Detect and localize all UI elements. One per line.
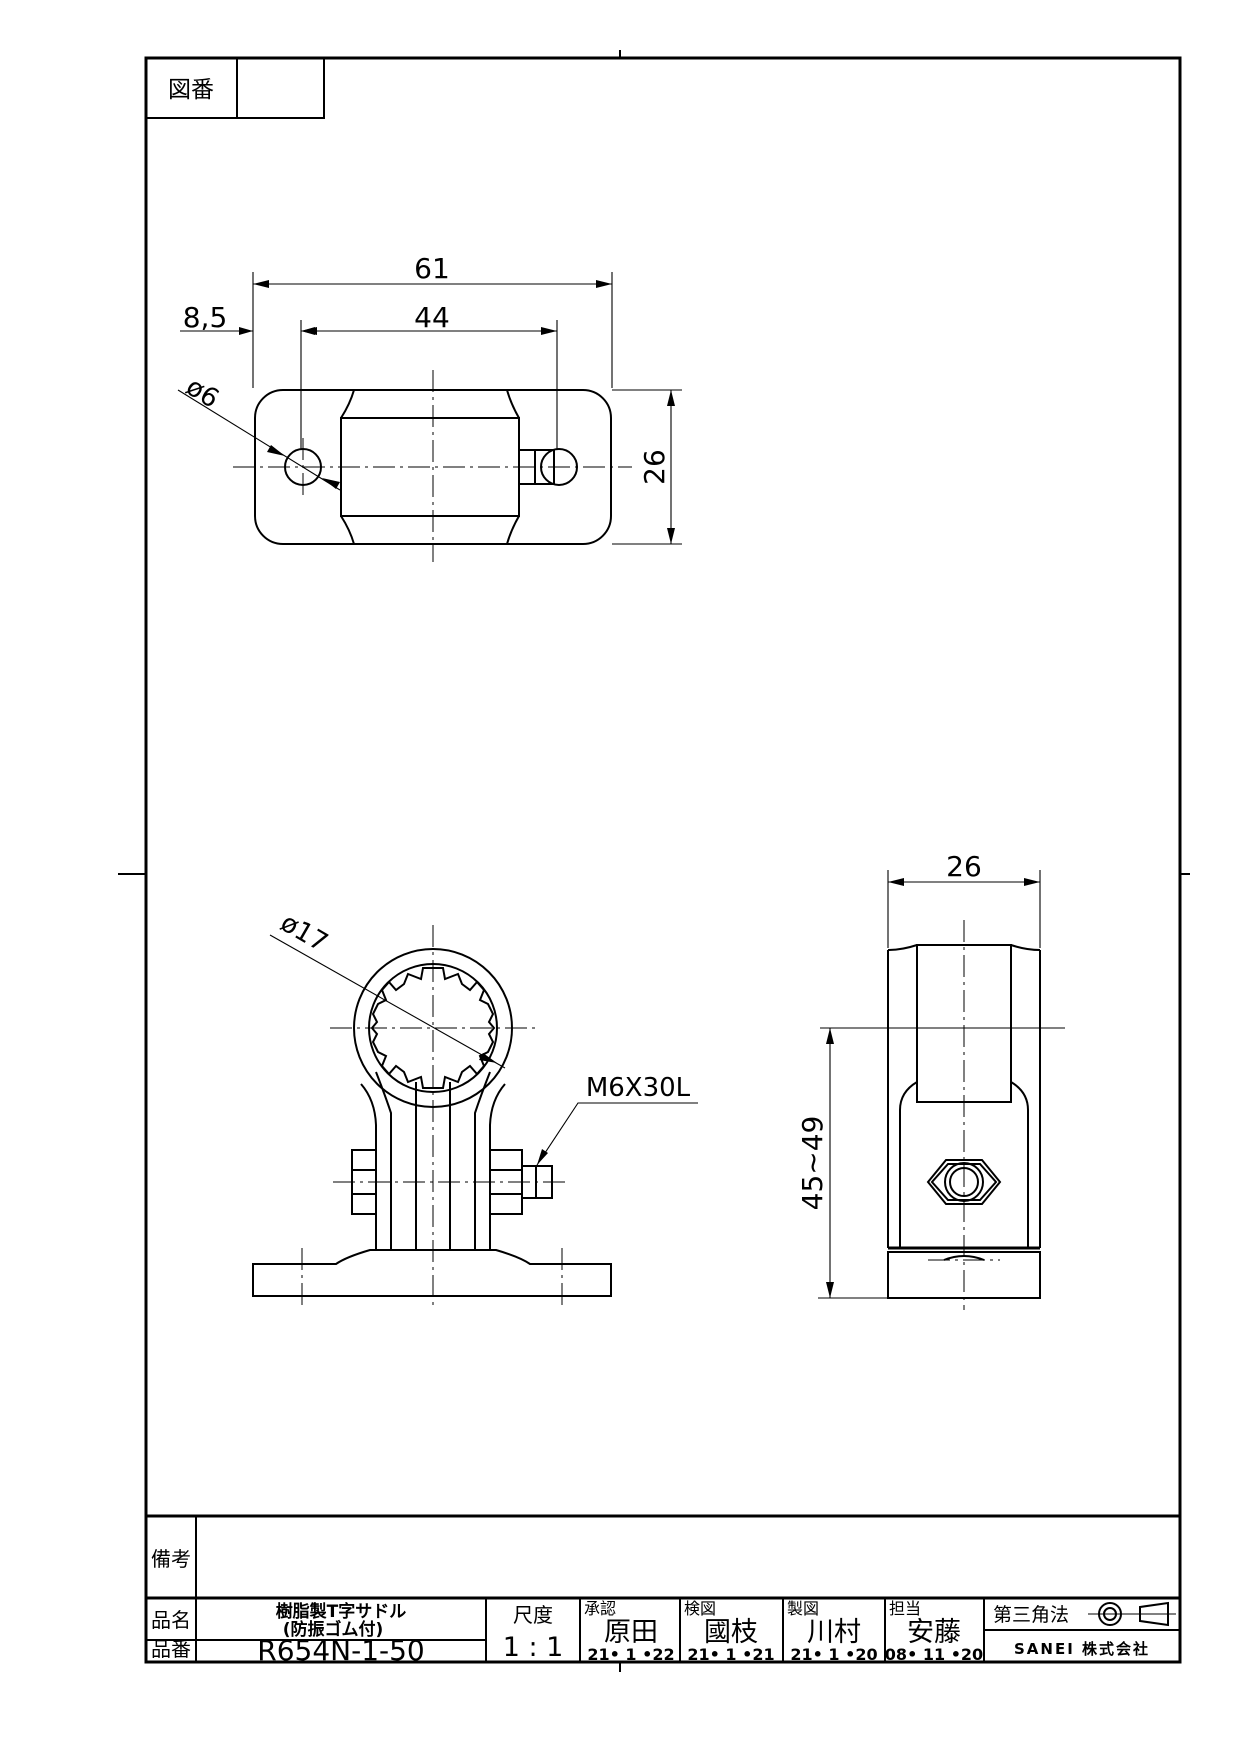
front-view: ø17 M6X30L bbox=[252, 908, 698, 1310]
product-name-line2: (防振ゴム付) bbox=[283, 1619, 384, 1640]
sheet-border bbox=[144, 56, 1182, 1664]
dim-top-overall: 61 bbox=[414, 252, 450, 285]
dim-top-offset: 8,5 bbox=[183, 301, 228, 334]
side-view-nut bbox=[926, 1159, 1002, 1205]
dim-front-pipe: ø17 bbox=[275, 908, 332, 958]
approve-name: 原田 bbox=[604, 1617, 658, 1648]
product-name-line1: 樹脂製T字サドル bbox=[276, 1601, 407, 1622]
drawing-number-label: 図番 bbox=[168, 77, 214, 103]
check-name: 國枝 bbox=[704, 1617, 758, 1648]
draw-label: 製図 bbox=[787, 1599, 819, 1618]
remarks-label: 備考 bbox=[151, 1547, 191, 1571]
front-view-rubber-teeth bbox=[370, 967, 496, 1089]
charge-label: 担当 bbox=[889, 1599, 921, 1618]
scale-value: 1 : 1 bbox=[503, 1632, 564, 1663]
third-angle-projection-icon bbox=[1088, 1601, 1176, 1627]
charge-name: 安藤 bbox=[907, 1617, 961, 1648]
draw-name: 川村 bbox=[807, 1617, 861, 1648]
approve-label: 承認 bbox=[584, 1599, 616, 1618]
part-number-label: 品番 bbox=[151, 1637, 191, 1661]
draw-date: 21• 1 •20 bbox=[790, 1645, 877, 1664]
dim-top-width: 26 bbox=[638, 449, 671, 485]
check-label: 検図 bbox=[684, 1599, 716, 1618]
check-date: 21• 1 •21 bbox=[687, 1645, 774, 1664]
part-number: R654N-1-50 bbox=[257, 1634, 425, 1667]
scale-label: 尺度 bbox=[513, 1603, 553, 1627]
name-label: 品名 bbox=[151, 1608, 191, 1632]
top-view: 61 44 8,5 ø6 26 bbox=[177, 252, 682, 562]
front-view-base bbox=[252, 1249, 612, 1297]
dim-top-hole: ø6 bbox=[181, 372, 224, 415]
dim-top-pitch: 44 bbox=[414, 301, 450, 334]
side-view: 26 45~49 bbox=[796, 850, 1065, 1310]
title-block: 備考 品名 樹脂製T字サドル (防振ゴム付) 品番 R654N-1-50 尺度 … bbox=[146, 1514, 1180, 1667]
dim-side-width: 26 bbox=[946, 850, 982, 883]
dim-front-bolt: M6X30L bbox=[586, 1073, 691, 1103]
approve-date: 21• 1 •22 bbox=[587, 1645, 674, 1664]
drawing-number-box: 図番 bbox=[145, 57, 325, 119]
charge-date: 08• 11 •20 bbox=[885, 1645, 983, 1664]
projection-label: 第三角法 bbox=[993, 1604, 1069, 1626]
company-name: SANEI 株式会社 bbox=[1014, 1640, 1150, 1658]
dim-side-height: 45~49 bbox=[796, 1116, 829, 1211]
